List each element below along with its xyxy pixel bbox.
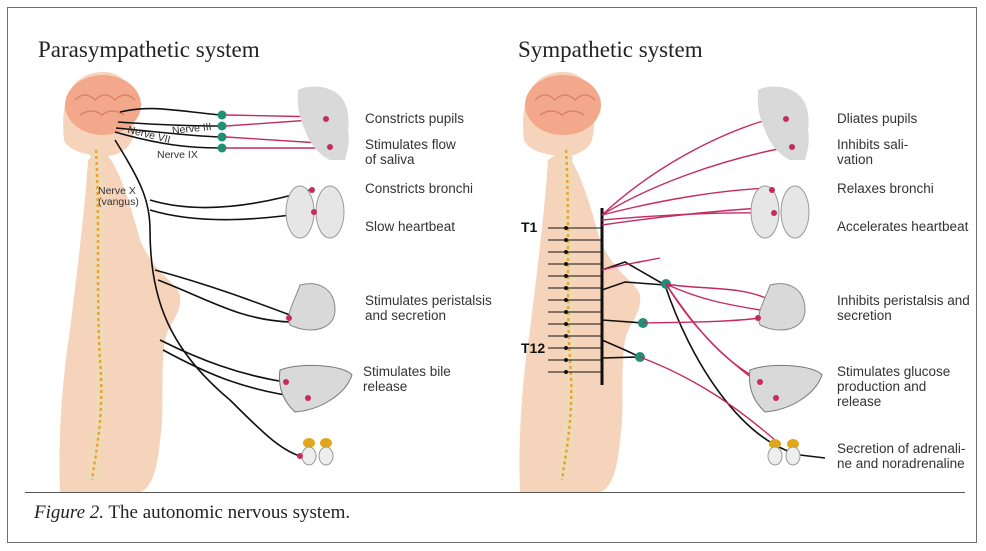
caption-text: The autonomic nervous system. (104, 502, 350, 523)
para-effect-pupils: Constricts pupils (365, 111, 464, 126)
left-stomach-icon (286, 284, 335, 330)
right-spine (562, 150, 571, 480)
right-lungs-icon (751, 186, 809, 238)
para-effect-bronchi: Constricts bronchi (365, 181, 473, 196)
para-effect-saliva: Stimulates flow of saliva (365, 137, 456, 167)
sympathetic-title: Sympathetic system (518, 37, 703, 63)
right-ganglia (635, 279, 671, 362)
symp-effect-pupils: Dliates pupils (837, 111, 917, 126)
symp-effect-salivation: Inhibits sali- vation (837, 137, 908, 167)
right-stomach-icon (755, 284, 805, 330)
nerve-label-x: Nerve X (vangus) (98, 186, 139, 208)
right-kidney-icon (768, 439, 800, 465)
symp-effect-peristalsis: Inhibits peristalsis and secretion (837, 293, 970, 323)
parasympathetic-title: Parasympathetic system (38, 37, 260, 63)
para-effect-peristalsis: Stimulates peristalsis and secretion (365, 293, 492, 323)
right-liver-icon (750, 365, 822, 412)
caption-label: Figure 2. (34, 502, 104, 523)
symp-effect-heartbeat: Accelerates heartbeat (837, 219, 968, 234)
para-effect-heartbeat: Slow heartbeat (365, 219, 455, 234)
left-liver-icon (280, 365, 352, 412)
figure-caption: Figure 2. The autonomic nervous system. (34, 502, 350, 524)
right-brain-icon (525, 75, 601, 135)
spine-label-t12: T12 (521, 340, 545, 356)
symp-effect-adrenaline: Secretion of adrenali- ne and noradrenal… (837, 441, 965, 471)
right-head-icon (758, 87, 809, 161)
symp-effect-glucose: Stimulates glucose production and releas… (837, 364, 950, 409)
para-effect-bile: Stimulates bile release (363, 364, 451, 394)
left-lungs-icon (286, 186, 344, 238)
spine-label-t1: T1 (521, 219, 537, 235)
left-head-icon (298, 87, 349, 161)
nerve-label-ix: Nerve IX (157, 150, 198, 161)
symp-effect-bronchi: Relaxes bronchi (837, 181, 934, 196)
right-body-silhouette (519, 72, 640, 492)
caption-rule (25, 492, 965, 493)
left-ganglia (218, 111, 227, 153)
left-kidney-icon (297, 438, 333, 465)
